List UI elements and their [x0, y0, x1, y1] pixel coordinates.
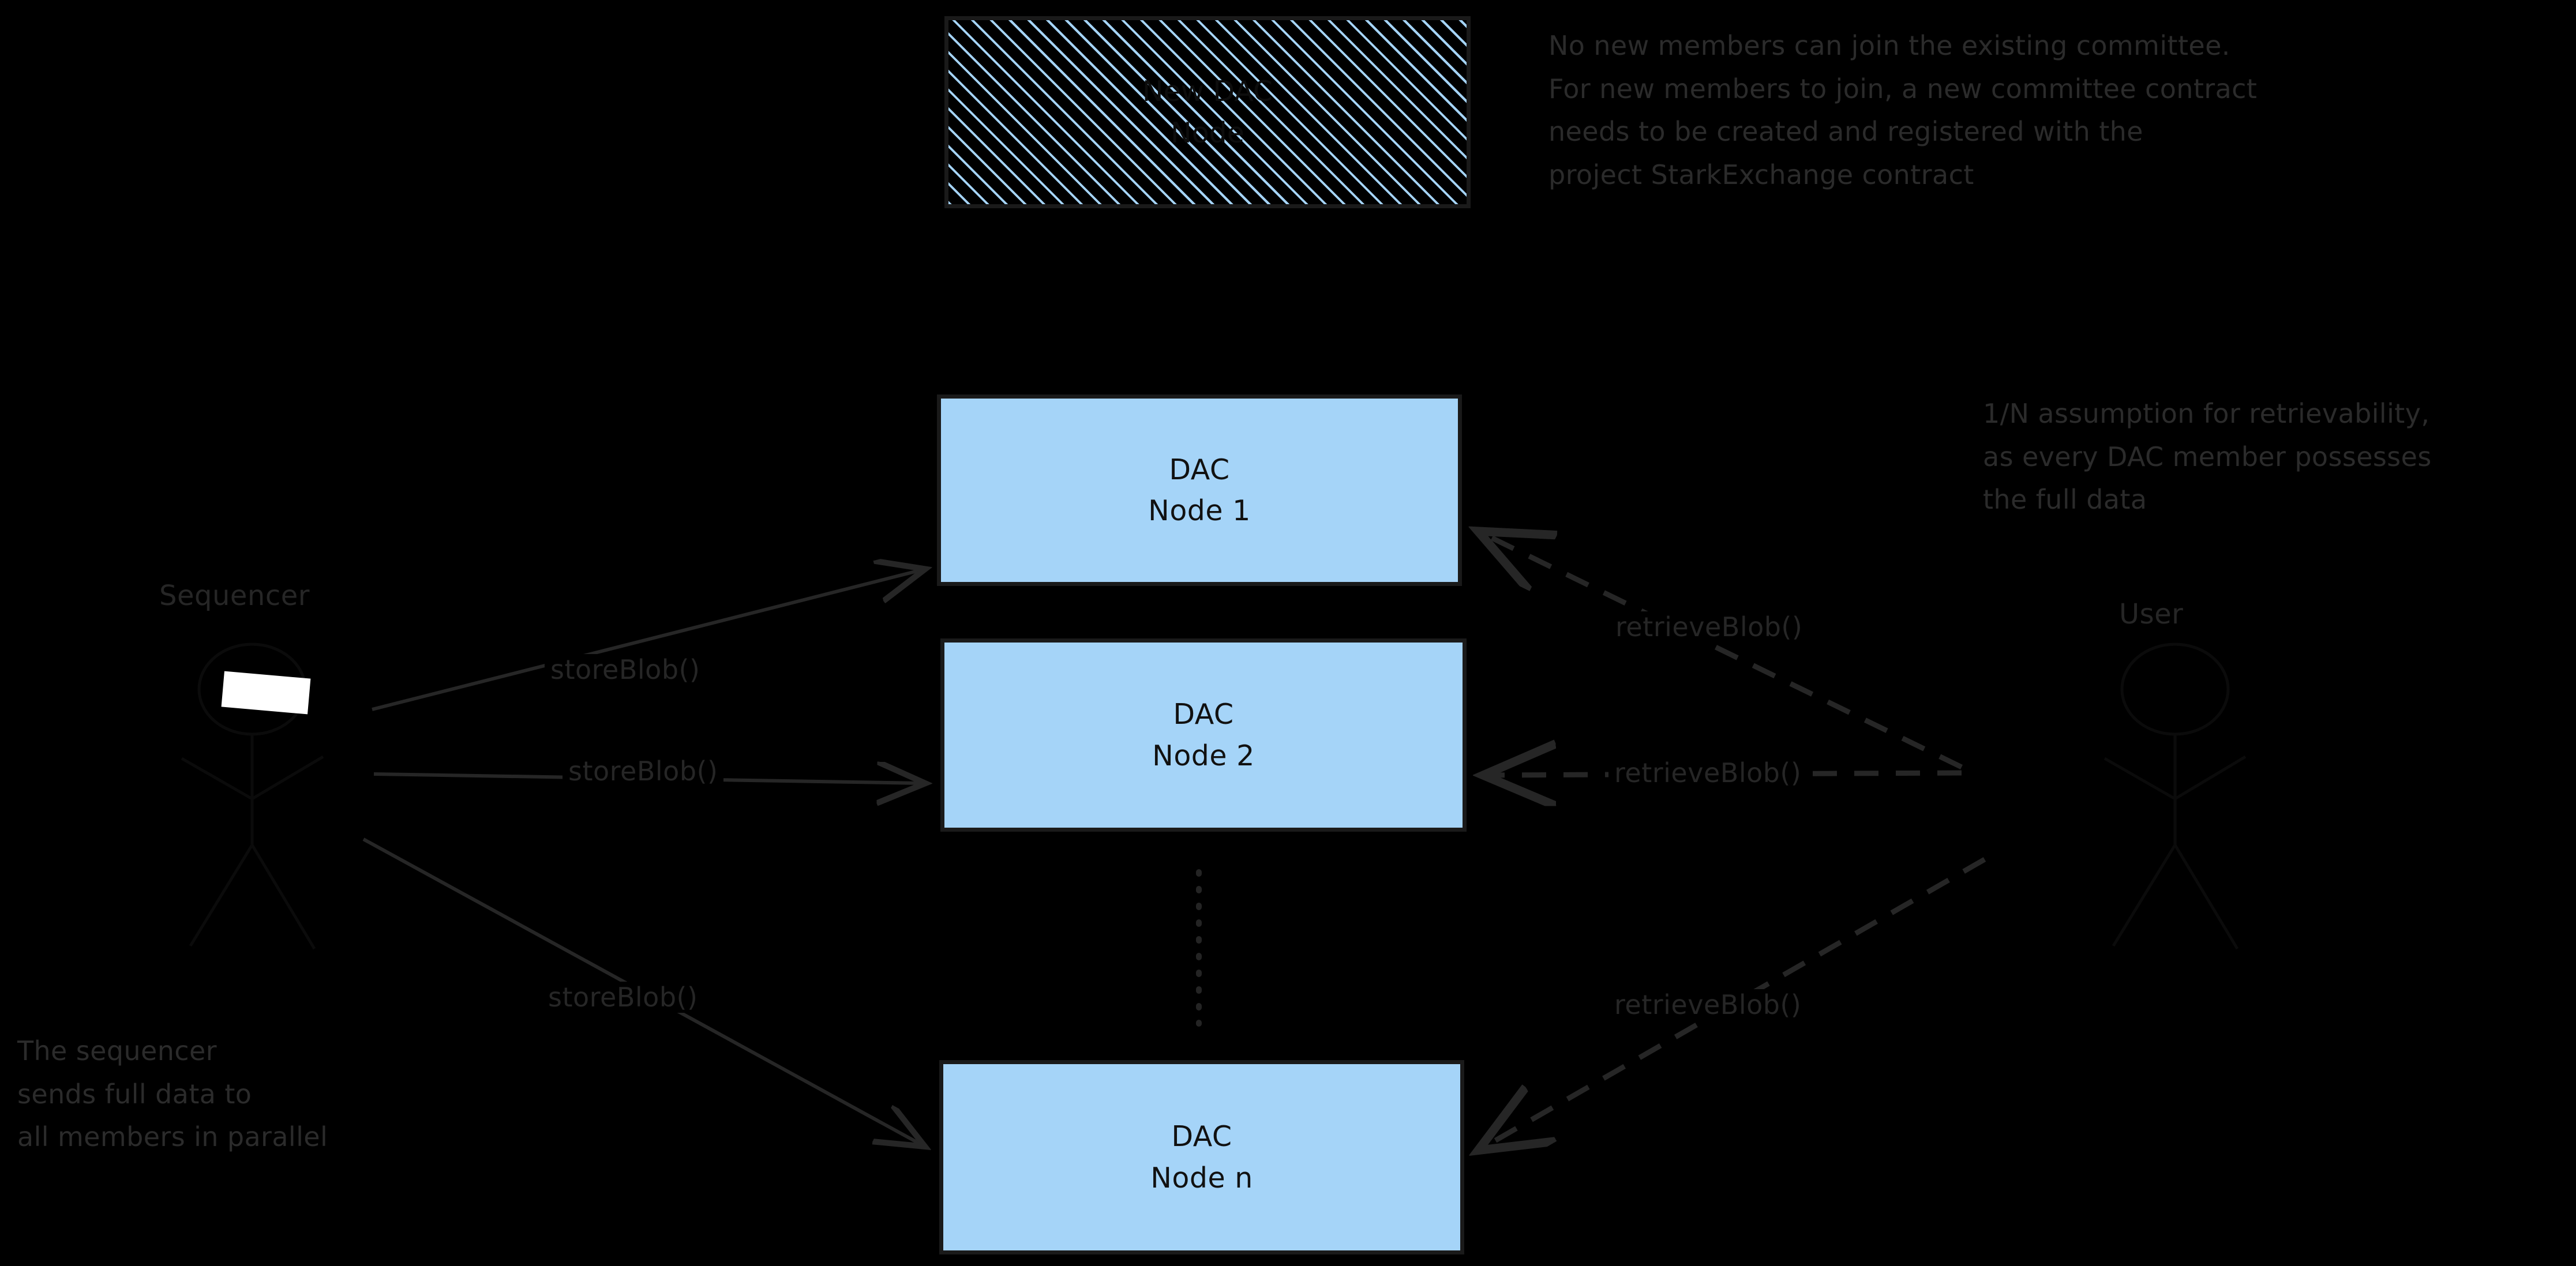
note-committee: No new members can join the existing com… — [1548, 30, 2258, 190]
dac-node-1-line2: Node 1 — [1148, 494, 1251, 527]
sequencer-highlight-chip — [221, 671, 311, 715]
edge-label-store-noden: storeBlob() — [542, 982, 704, 1013]
dac-node-n-line1: DAC — [1171, 1120, 1232, 1154]
dac-node-1-line1: DAC — [1169, 453, 1230, 486]
edge-store-node1 — [372, 570, 922, 711]
dac-node-1-box[interactable]: DAC Node 1 — [937, 395, 1462, 586]
edge-retrieve-node1 — [1483, 534, 1963, 770]
user-figure — [2103, 643, 2247, 950]
dac-node-n-box[interactable]: DAC Node n — [939, 1060, 1464, 1254]
sequencer-label: Sequencer — [159, 580, 310, 612]
edge-label-retrieve-node2: retrieveBlob() — [1608, 757, 1808, 788]
new-dac-node-line1: New DAC — [1142, 75, 1273, 108]
new-dac-node-line2: Node — [1171, 116, 1244, 149]
note-sequencer-parallel: The sequencer sends full data to all mem… — [17, 1035, 328, 1153]
note-retrievability: 1/N assumption for retrievability, as ev… — [1983, 398, 2432, 516]
dac-node-2-box[interactable]: DAC Node 2 — [940, 638, 1467, 832]
dac-node-n-line2: Node n — [1150, 1161, 1253, 1194]
new-dac-node-box[interactable]: New DAC Node — [944, 16, 1471, 208]
edge-label-retrieve-noden: retrieveBlob() — [1608, 989, 1808, 1020]
dac-node-2-line1: DAC — [1173, 698, 1234, 731]
user-label: User — [2119, 598, 2184, 630]
edge-label-store-node1: storeBlob() — [545, 654, 706, 685]
edge-label-store-node2: storeBlob() — [563, 756, 724, 787]
edge-label-retrieve-node1: retrieveBlob() — [1610, 611, 1809, 643]
dac-node-2-line2: Node 2 — [1152, 739, 1255, 772]
